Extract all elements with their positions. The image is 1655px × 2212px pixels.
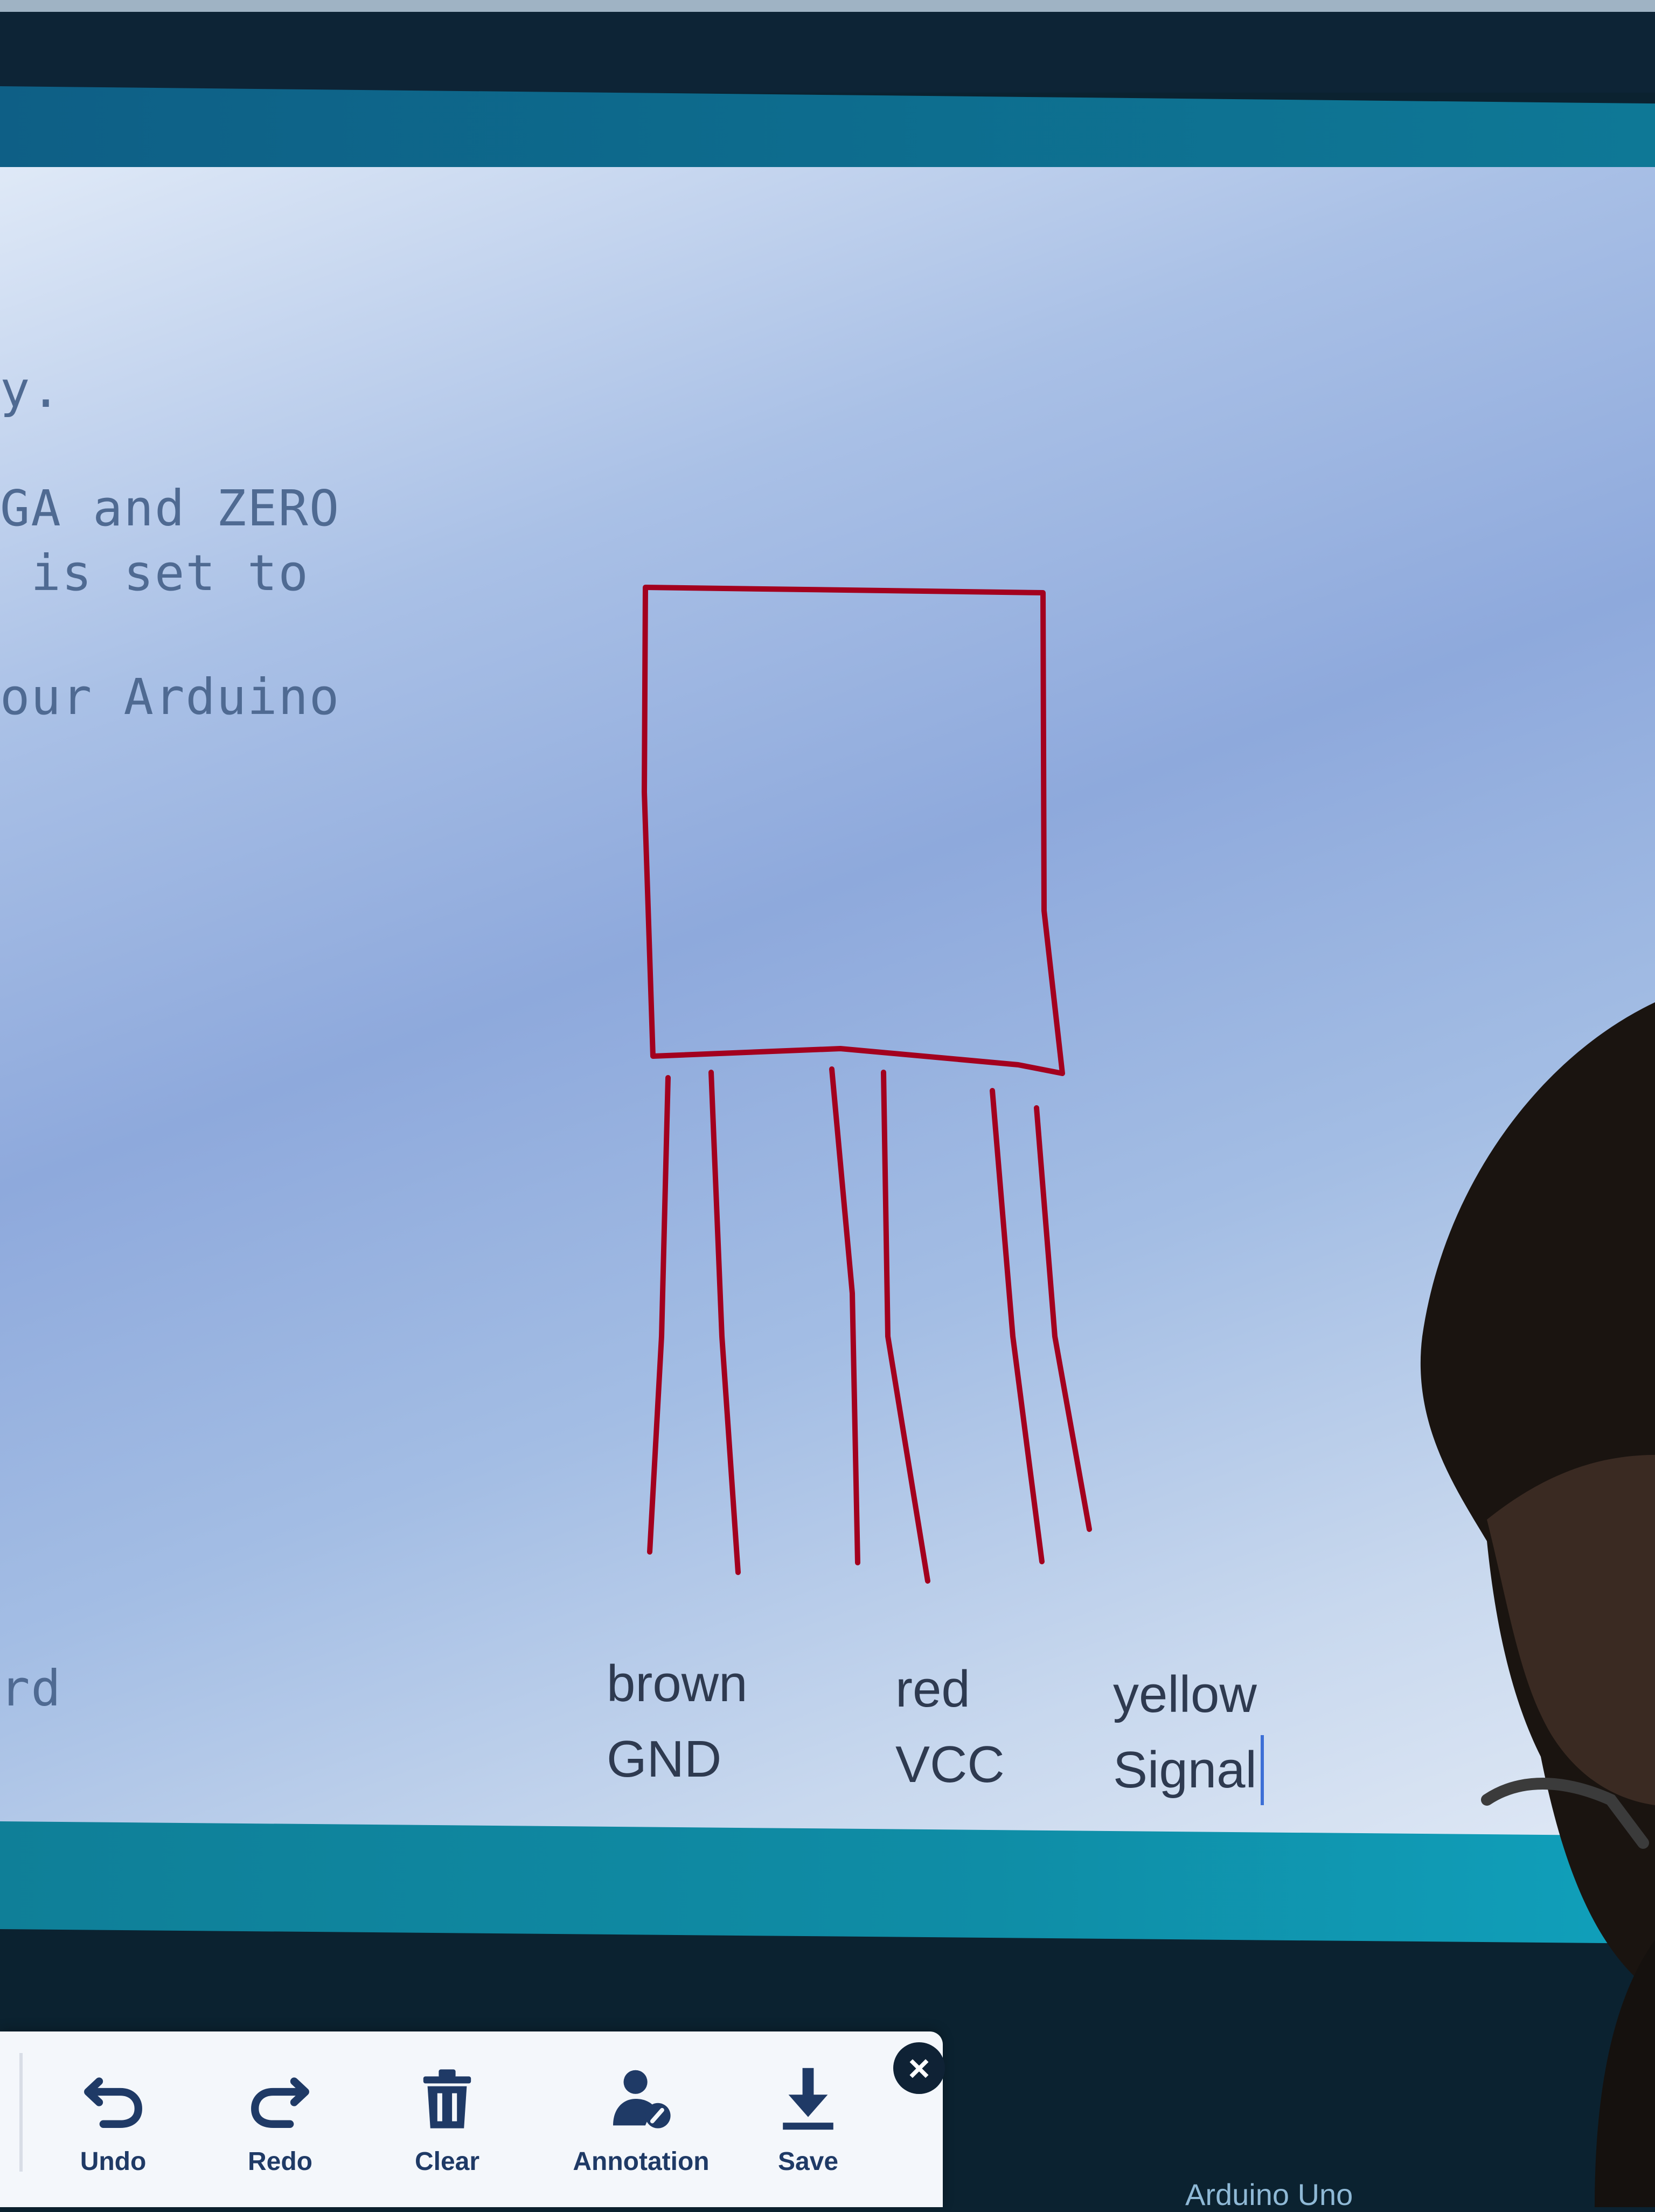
wire-label-brown: brown [607, 1655, 748, 1712]
code-line: our Arduino [0, 668, 340, 726]
clear-label: Clear [414, 2147, 480, 2176]
undo-label: Undo [80, 2147, 147, 2176]
wire-label-yellow: yellow [1113, 1666, 1257, 1723]
wire-label-vcc: VCC [895, 1736, 1005, 1793]
code-line: y. [0, 361, 62, 419]
redo-label: Redo [248, 2147, 312, 2176]
wire-red-left [829, 1066, 860, 1565]
top-strip [0, 0, 1655, 12]
undo-icon [84, 2077, 142, 2128]
glasses-icon [1481, 1778, 1649, 1849]
annotation-icon [613, 2070, 671, 2128]
save-button[interactable]: Save [738, 2064, 878, 2193]
redo-button[interactable]: Redo [210, 2064, 350, 2193]
annotation-button[interactable]: Annotation [560, 2064, 722, 2193]
wire-yellow-left [990, 1088, 1045, 1564]
code-editor[interactable]: y. GA and ZERO is set to our Arduino rd [0, 167, 1655, 1837]
wire-brown-right [708, 1070, 741, 1575]
download-icon [783, 2068, 833, 2130]
wire-label-red: red [895, 1660, 970, 1718]
close-toolbar-button[interactable]: × [893, 2042, 945, 2094]
wire-red-right [881, 1070, 930, 1584]
undo-button[interactable]: Undo [43, 2064, 183, 2193]
status-bar-text: Arduino Uno [1185, 2178, 1353, 2211]
text-caret [1261, 1735, 1264, 1805]
code-line: rd [0, 1660, 62, 1717]
save-label: Save [777, 2147, 839, 2176]
close-icon: × [908, 2047, 930, 2089]
code-line: is set to [0, 544, 309, 602]
code-line: GA and ZERO [0, 480, 340, 537]
annotation-label: Annotation [573, 2147, 710, 2176]
wire-label-signal: Signal [1113, 1741, 1257, 1799]
trash-icon [423, 2069, 471, 2128]
drawing-toolbar: Undo Redo Clear Annotation [0, 2031, 943, 2207]
toolbar-divider [19, 2053, 23, 2172]
redo-icon [251, 2077, 309, 2128]
screen-bezel [0, 12, 1655, 93]
sensor-box-outline [642, 585, 1065, 1076]
wire-yellow-right [1034, 1105, 1092, 1532]
wire-brown-left [647, 1075, 671, 1555]
clear-button[interactable]: Clear [377, 2064, 517, 2193]
wire-label-gnd: GND [607, 1730, 722, 1788]
